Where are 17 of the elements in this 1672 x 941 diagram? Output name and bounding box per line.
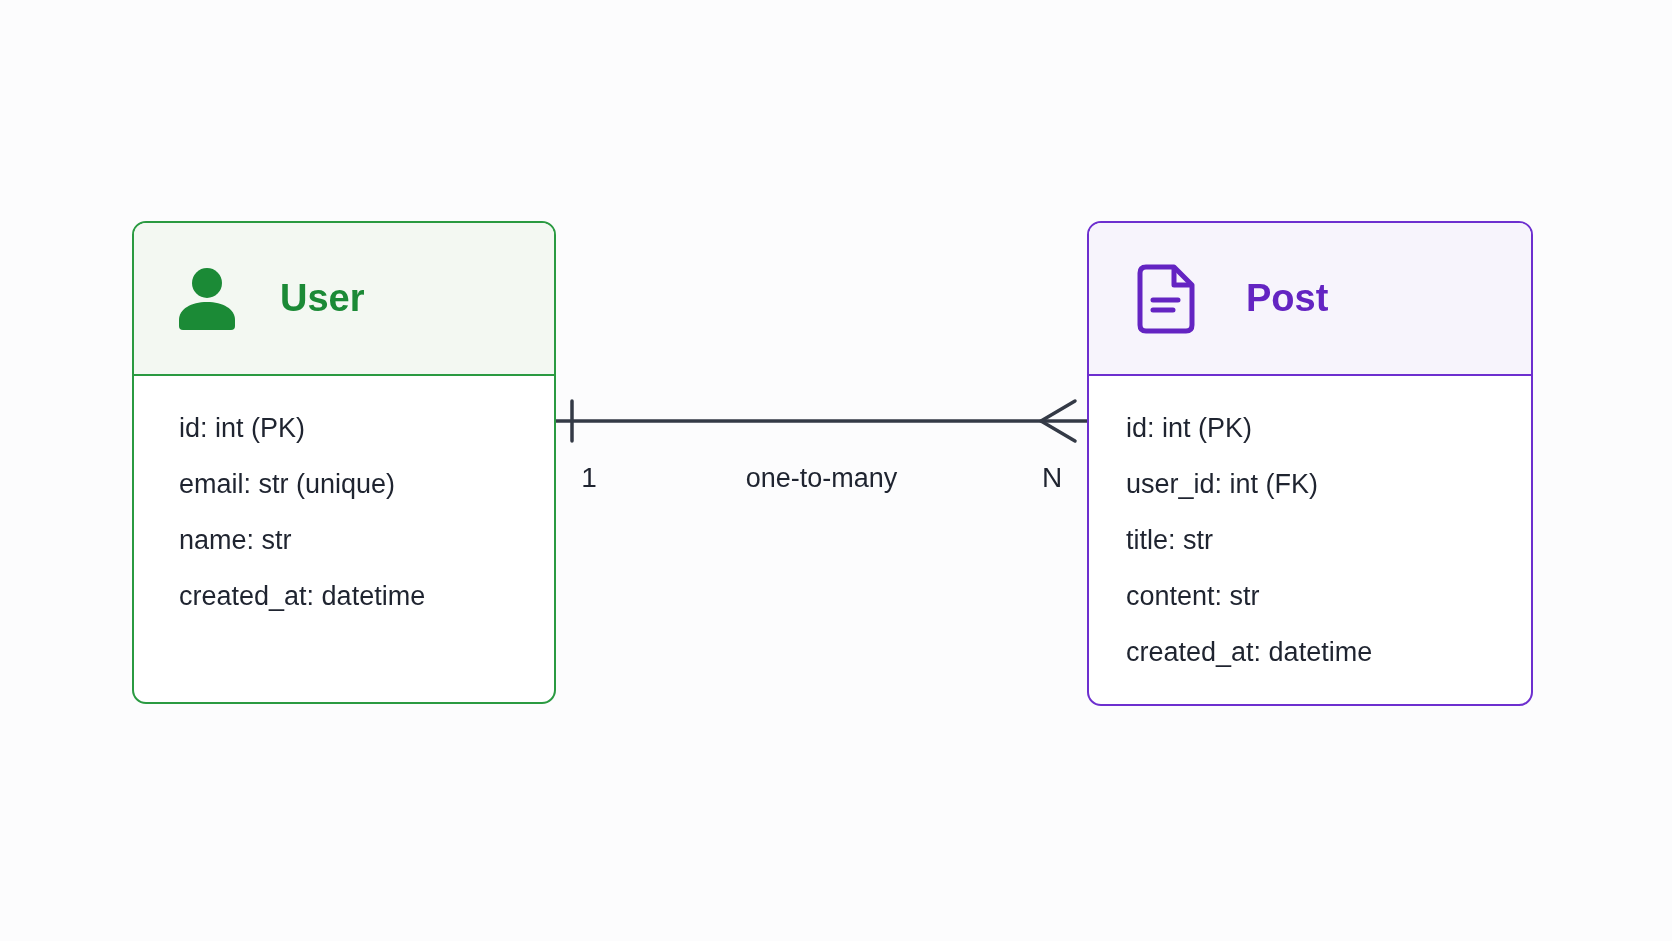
edge-label: one-to-many — [745, 462, 898, 494]
field-text: id: int (PK) — [179, 412, 306, 445]
field-text: content: str — [1126, 580, 1260, 613]
field-text: name: str — [179, 524, 292, 557]
field-text: title: str — [1126, 524, 1213, 557]
entity-table — [1087, 221, 1533, 706]
field-text: created_at: datetime — [1126, 636, 1373, 669]
entity-title: User — [280, 277, 365, 320]
entity-title: Post — [1246, 277, 1329, 320]
field-text: created_at: datetime — [179, 580, 426, 613]
field-text: user_id: int (FK) — [1126, 468, 1319, 501]
cardinality-label: N — [1041, 462, 1063, 494]
field-text: id: int (PK) — [1126, 412, 1253, 445]
field-text: email: str (unique) — [179, 468, 396, 501]
relationship-line — [556, 399, 1087, 443]
cardinality-label: 1 — [581, 462, 597, 494]
entity-table — [132, 221, 556, 704]
